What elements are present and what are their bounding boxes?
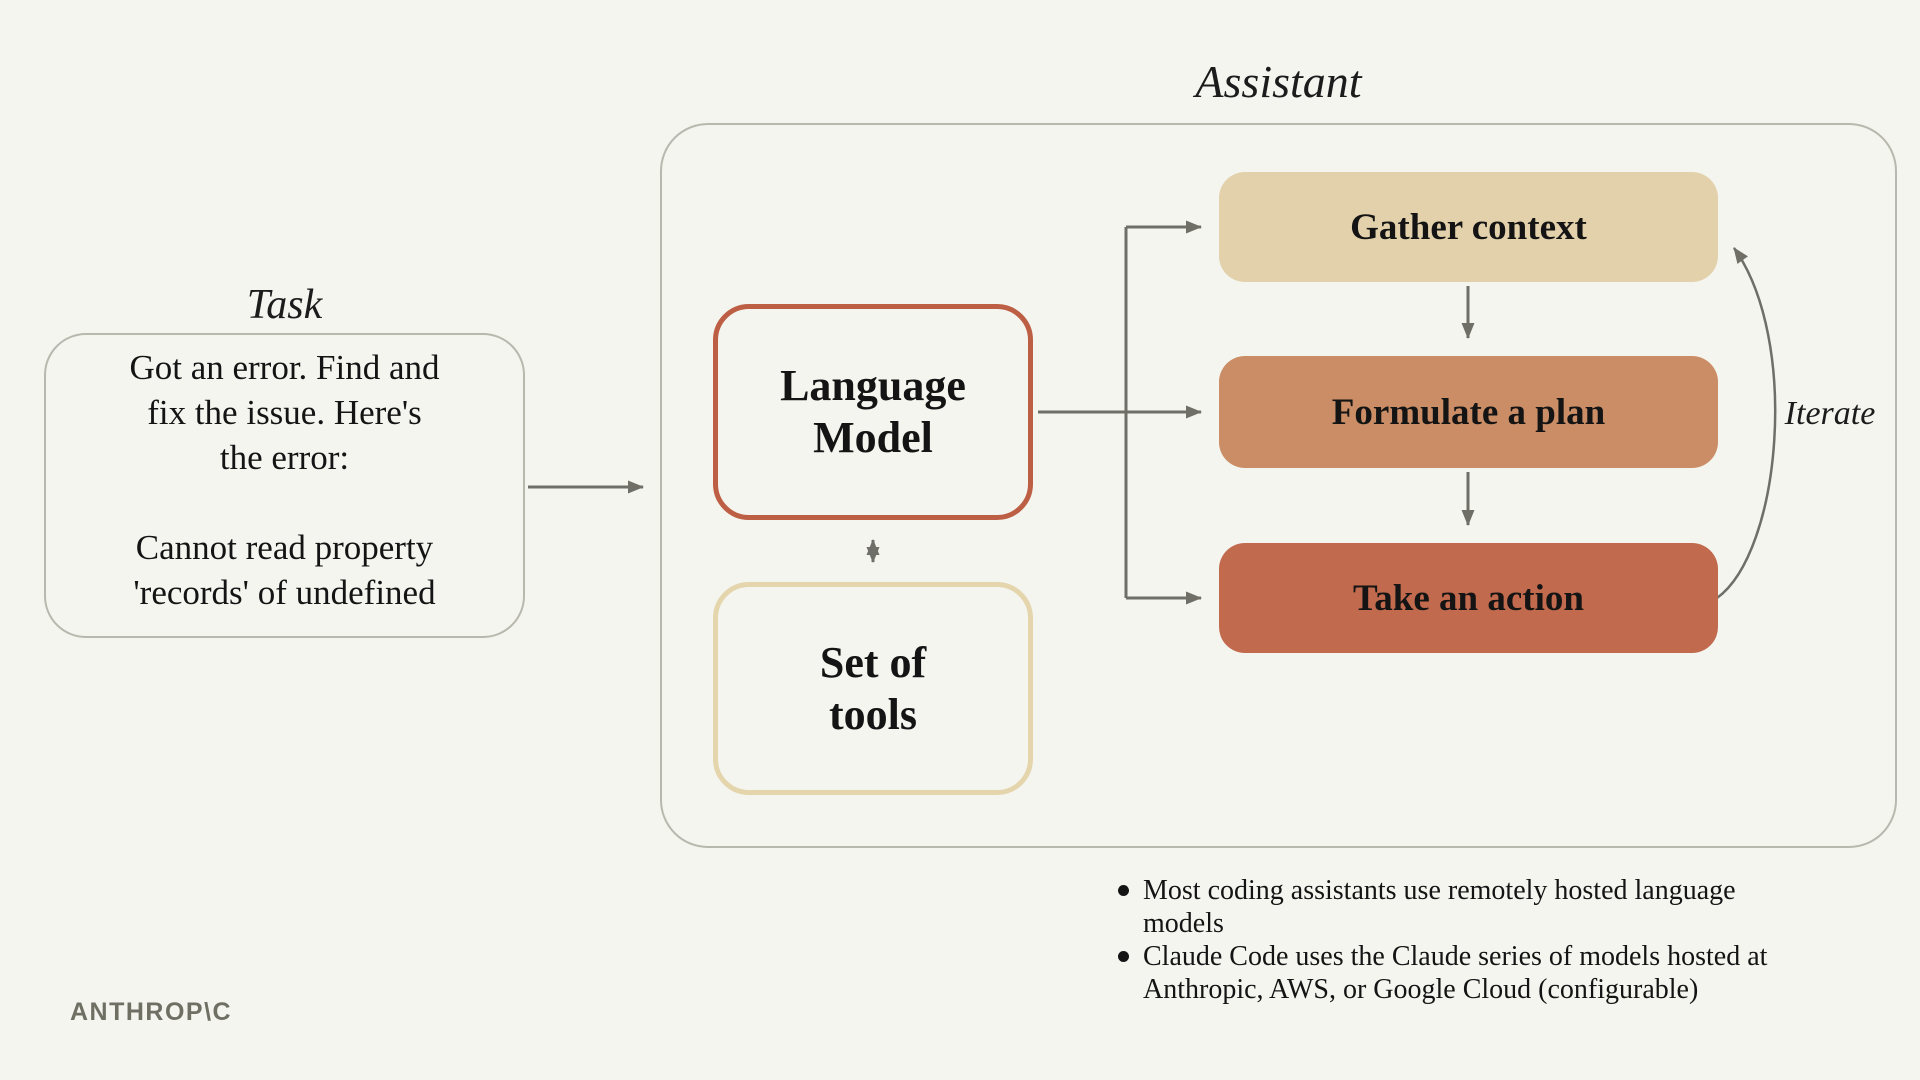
assistant-container — [660, 123, 1897, 848]
note-item: Claude Code uses the Claude series of mo… — [1111, 940, 1851, 1006]
task-title: Task — [246, 282, 323, 328]
set-of-tools-box: Set of tools — [713, 582, 1033, 795]
assistant-title: Assistant — [1195, 56, 1362, 107]
step-gather-context-label: Gather context — [1350, 206, 1587, 248]
task-text: Got an error. Find and fix the issue. He… — [129, 348, 440, 612]
arrow-iterate-loop — [1716, 247, 1777, 600]
step-take-action-label: Take an action — [1353, 577, 1584, 619]
step-formulate-plan: Formulate a plan — [1219, 356, 1718, 468]
note-item: Most coding assistants use remotely host… — [1111, 874, 1851, 940]
language-model-label: Language Model — [780, 361, 966, 462]
notes-list: Most coding assistants use remotely host… — [1111, 874, 1851, 1006]
set-of-tools-label: Set of tools — [819, 637, 927, 739]
task-box: Got an error. Find and fix the issue. He… — [44, 333, 525, 638]
anthropic-logo: ANTHROP\C — [70, 998, 233, 1026]
step-take-action: Take an action — [1219, 543, 1718, 653]
step-gather-context: Gather context — [1219, 172, 1718, 282]
language-model-box: Language Model — [713, 304, 1033, 520]
step-formulate-plan-label: Formulate a plan — [1331, 391, 1606, 433]
iterate-label: Iterate — [1784, 395, 1876, 432]
